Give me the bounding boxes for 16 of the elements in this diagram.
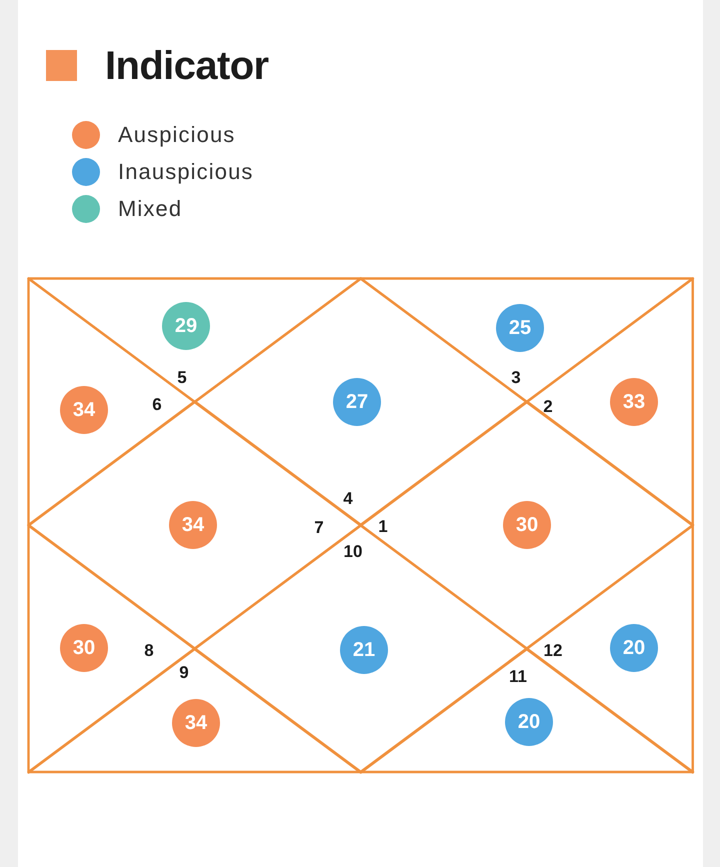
- legend-label: Auspicious: [118, 121, 236, 149]
- title: Indicator: [105, 43, 269, 90]
- sign-number: 2: [543, 398, 553, 414]
- sign-number: 8: [144, 642, 154, 658]
- sign-number: 6: [152, 396, 162, 412]
- legend-label: Mixed: [118, 195, 182, 223]
- sign-number: 3: [511, 368, 521, 386]
- sign-number: 4: [343, 490, 353, 506]
- sign-number: 1: [378, 518, 388, 534]
- sign-number: 5: [177, 368, 187, 386]
- sign-number: 10: [344, 542, 362, 560]
- sign-number: 9: [179, 664, 189, 680]
- sign-number: 7: [314, 518, 324, 536]
- sign-number: 11: [509, 668, 527, 684]
- legend-label: Inauspicious: [118, 158, 254, 186]
- sign-number: 12: [544, 642, 562, 658]
